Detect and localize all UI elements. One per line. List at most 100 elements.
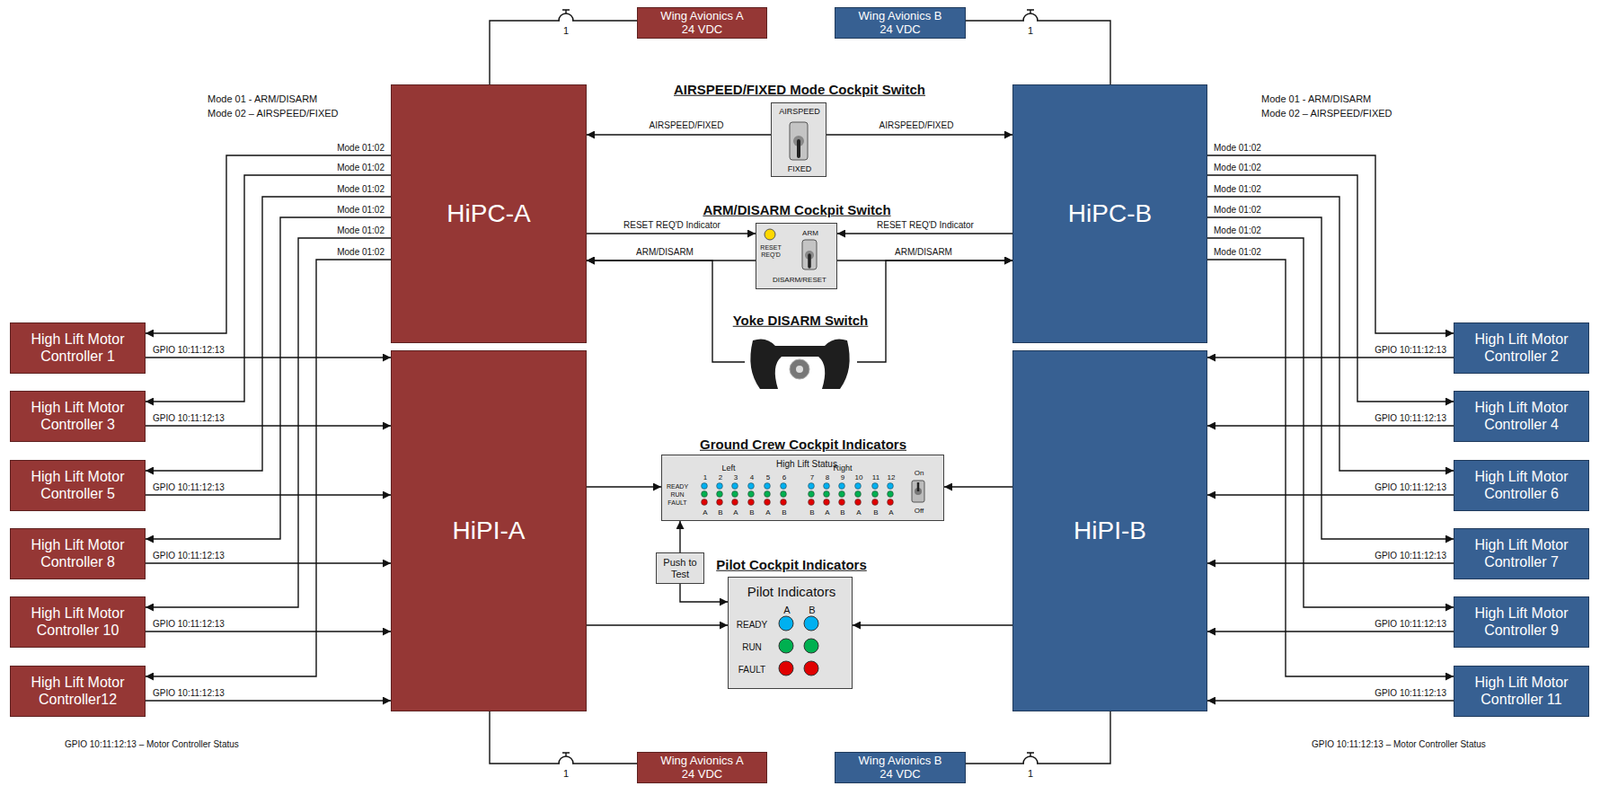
connector xyxy=(145,699,391,701)
box-label: Wing Avionics A 24 VDC xyxy=(654,9,750,37)
panel-label: RESET REQ'D xyxy=(757,244,785,258)
connector xyxy=(586,624,728,626)
note-label: GPIO 10:11:12:13 – Motor Controller Stat… xyxy=(64,739,239,751)
connector xyxy=(1207,494,1454,496)
graphic-part xyxy=(789,122,808,160)
connector xyxy=(1207,356,1454,358)
connector xyxy=(1207,175,1454,402)
graphic-part xyxy=(804,638,819,654)
graphic-part xyxy=(764,229,776,240)
signal-label: GPIO 10:11:12:13 xyxy=(1372,413,1449,425)
process-box: High Lift Motor Controller 5 xyxy=(9,459,146,512)
note-label: Mode 02 – AIRSPEED/FIXED xyxy=(207,107,339,120)
process-box: High Lift Motor Controller 9 xyxy=(1453,596,1590,648)
breaker-arc xyxy=(558,13,574,21)
graphic-part xyxy=(778,616,794,631)
process-box: High Lift Motor Controller 6 xyxy=(1453,459,1590,512)
graphic-part xyxy=(822,482,830,489)
breaker-arc xyxy=(1023,756,1038,764)
graphic-part xyxy=(854,490,861,497)
connector xyxy=(1207,155,1454,334)
note-label: Mode 01 - ARM/DISARM xyxy=(207,93,318,106)
signal-label: Mode 01:02 xyxy=(335,225,387,237)
graphic-part xyxy=(750,338,849,389)
panel-label: Left xyxy=(721,464,735,474)
panel-label: On xyxy=(914,469,925,478)
connector xyxy=(145,238,391,608)
panel-label: A xyxy=(888,509,893,518)
panel-label: 4 xyxy=(750,474,754,483)
process-box: HiPI-A xyxy=(390,350,587,712)
breaker-arc xyxy=(1023,13,1038,21)
box-label: High Lift Motor Controller 5 xyxy=(15,468,142,503)
breaker-gap xyxy=(559,17,573,24)
panel-label: 12 xyxy=(887,474,896,483)
signal-label: GPIO 10:11:12:13 xyxy=(1372,550,1449,562)
signal-label: ARM/DISARM xyxy=(634,247,696,258)
panel-box: Ground Crew Cockpit IndicatorsHigh Lift … xyxy=(661,454,945,522)
connector xyxy=(586,486,662,487)
panel-label: RUN xyxy=(670,491,684,499)
graphic-part xyxy=(763,482,770,489)
process-box: HiPI-B xyxy=(1012,350,1208,712)
panel-label: B xyxy=(717,509,723,518)
signal-label: Mode 01:02 xyxy=(1211,204,1264,216)
graphic-part xyxy=(795,365,804,373)
box-label: Wing Avionics A 24 VDC xyxy=(654,754,750,782)
graphic-part xyxy=(886,482,893,489)
process-box: High Lift Motor Controller12 xyxy=(9,665,146,717)
graphic-part xyxy=(700,482,708,489)
note-label: GPIO 10:11:12:13 – Motor Controller Stat… xyxy=(1311,739,1486,751)
box-label: High Lift Motor Controller 9 xyxy=(1458,605,1585,639)
signal-label: GPIO 10:11:12:13 xyxy=(150,344,227,356)
graphic-part xyxy=(743,333,857,392)
graphic-part xyxy=(779,490,787,497)
panel-label: A xyxy=(765,509,770,518)
graphic-part xyxy=(804,616,819,631)
graphic-part xyxy=(778,638,794,654)
connector xyxy=(586,260,745,363)
connector xyxy=(679,521,681,553)
heading-label: Yoke DISARM Switch xyxy=(733,313,869,329)
signal-label: ARM/DISARM xyxy=(892,247,955,258)
callout-number: 1 xyxy=(563,25,569,37)
box-label: High Lift Motor Controller 7 xyxy=(1458,537,1585,571)
graphic-part xyxy=(716,490,723,497)
signal-label: Mode 01:02 xyxy=(335,142,387,154)
box-label: High Lift Motor Controller 3 xyxy=(15,399,142,434)
heading-label: AIRSPEED/FIXED Mode Cockpit Switch xyxy=(673,82,926,98)
panel-label: FAULT xyxy=(738,664,766,675)
connector xyxy=(944,486,1013,487)
panel-label: RUN xyxy=(742,642,762,653)
connector xyxy=(1207,699,1454,701)
panel-box: AIRSPEED/FIXED Mode Cockpit SwitchAIRSPE… xyxy=(770,102,827,177)
heading-label: ARM/DISARM Cockpit Switch xyxy=(702,203,891,219)
graphic-part xyxy=(871,482,878,489)
signal-label: GPIO 10:11:12:13 xyxy=(1372,482,1449,494)
panel-label: 2 xyxy=(718,474,723,483)
panel-label: Off xyxy=(914,507,925,516)
panel-label: ARM xyxy=(802,229,819,239)
graphic-part xyxy=(838,482,845,489)
connector xyxy=(826,133,1013,135)
panel-label: 1 xyxy=(703,474,708,483)
panel-label: 9 xyxy=(840,474,845,483)
box-label: High Lift Motor Controller 8 xyxy=(15,537,142,571)
panel-label: B xyxy=(839,509,845,518)
graphic-part xyxy=(916,482,920,492)
graphic-part xyxy=(763,490,770,497)
panel-label: B xyxy=(873,509,878,518)
panel-box: Yoke DISARM Switch xyxy=(744,334,858,393)
note-label: Mode 02 – AIRSPEED/FIXED xyxy=(1261,107,1393,120)
breaker-gap xyxy=(559,760,573,767)
panel-label: 11 xyxy=(872,474,880,483)
graphic-part xyxy=(731,498,738,505)
circuit-breaker xyxy=(558,9,1038,767)
connector xyxy=(145,562,391,564)
graphic-part xyxy=(886,498,893,505)
process-box: High Lift Motor Controller 10 xyxy=(9,596,146,648)
box-label: High Lift Motor Controller 6 xyxy=(1458,468,1585,503)
process-box: High Lift Motor Controller 4 xyxy=(1453,390,1590,442)
graphic-part xyxy=(731,490,738,497)
connector xyxy=(1207,562,1454,564)
